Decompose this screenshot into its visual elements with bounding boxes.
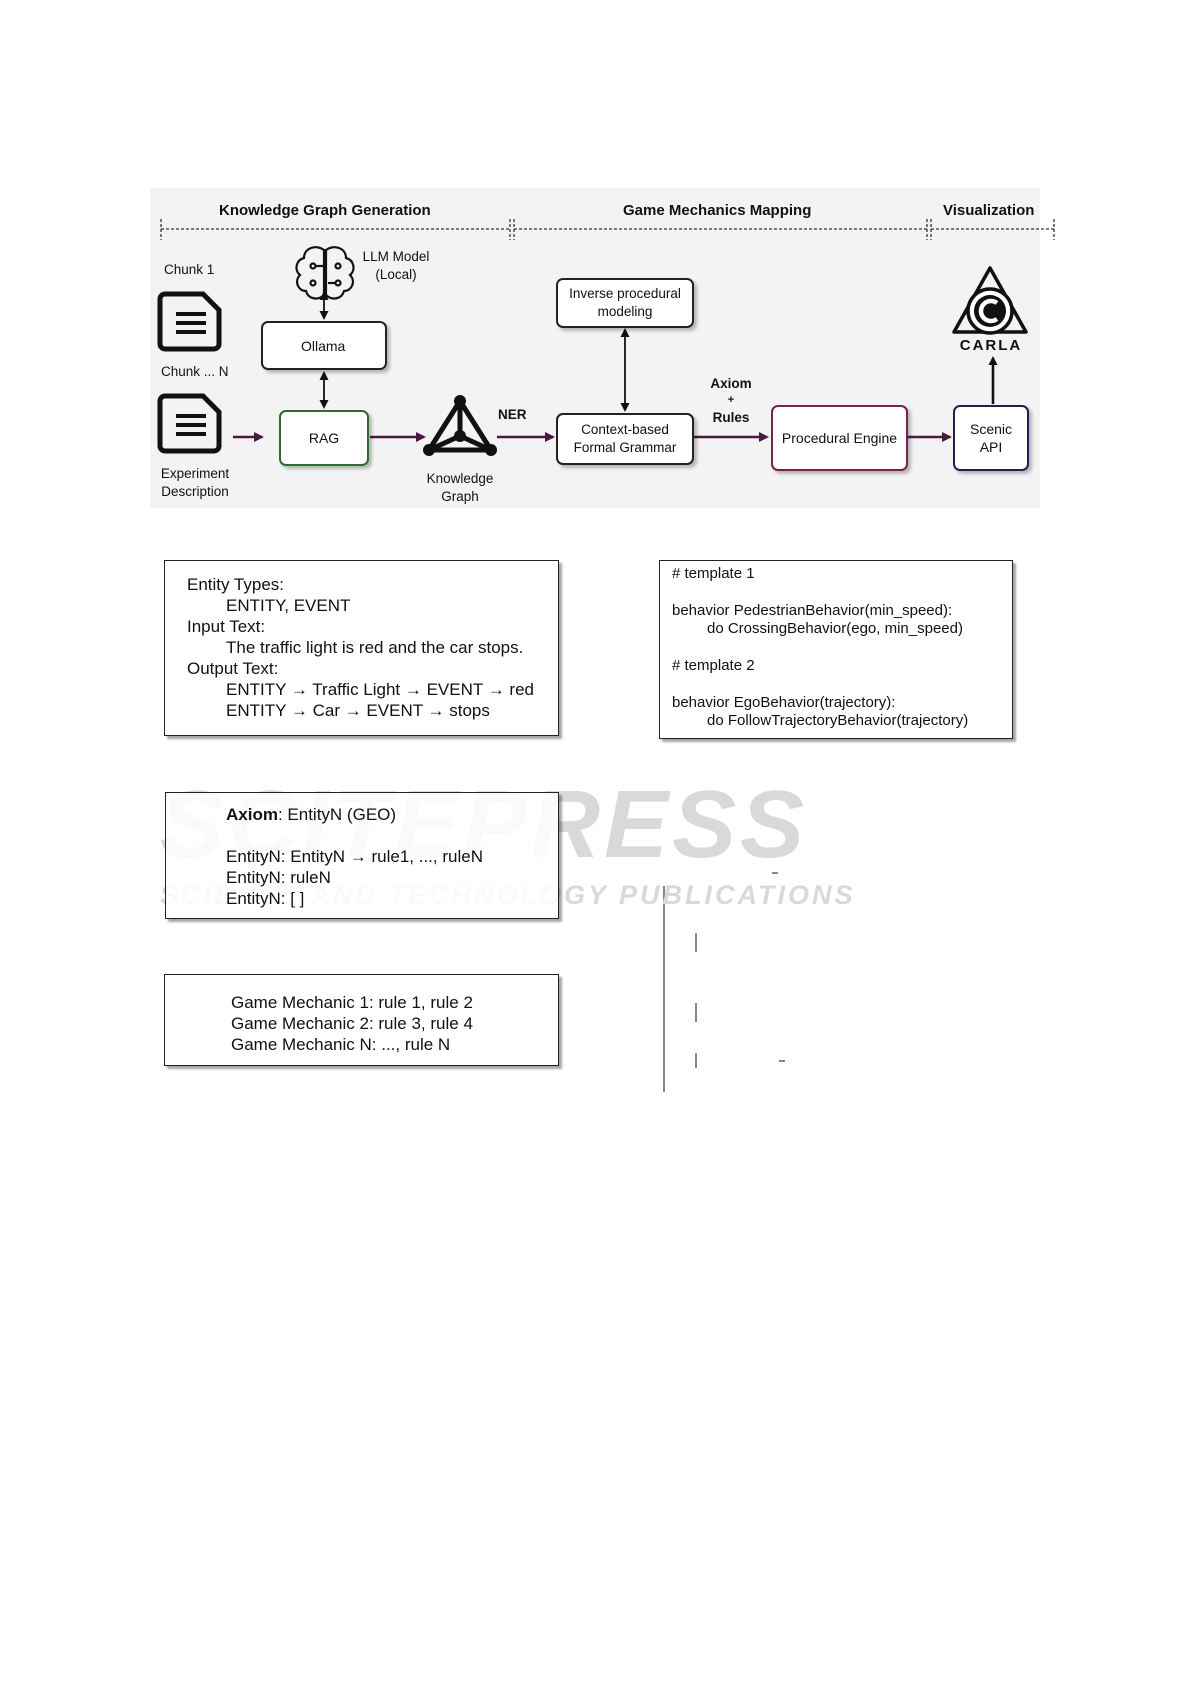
panel-line: EntityN: EntityN → rule1, ..., ruleN (226, 847, 483, 866)
rag-node: RAG (279, 410, 369, 466)
section-title-knowledge-graph: Knowledge Graph Generation (219, 202, 431, 219)
ollama-node: Ollama (261, 321, 387, 370)
carla-logo-icon (952, 266, 1028, 335)
chunk-1-label: Chunk 1 (164, 262, 215, 277)
axiom-line: Axiom: EntityN (GEO) (226, 805, 397, 824)
panel-line: The traffic light is red and the car sto… (226, 638, 524, 657)
axiom-rules-label: Axiom+Rules (710, 376, 752, 425)
layout-artifacts (663, 872, 785, 1092)
document-icon (157, 393, 222, 454)
section-brackets (160, 219, 1055, 240)
panel-line: Output Text: (187, 659, 279, 678)
ner-label: NER (498, 407, 527, 422)
panel-line: Game Mechanic N: ..., rule N (231, 1035, 451, 1054)
panel-line: Input Text: (187, 617, 266, 636)
panel-line: ENTITY → Car → EVENT → stops (226, 701, 490, 720)
panel-line: Entity Types: (187, 575, 285, 594)
panel-line: behavior EgoBehavior(trajectory): (672, 694, 896, 711)
carla-wordmark: CARLA (959, 337, 1023, 354)
knowledge-graph-icon (426, 399, 494, 453)
grammar-panel: Axiom: EntityN (GEO) EntityN: EntityN → … (165, 792, 559, 919)
section-title-game-mechanics: Game Mechanics Mapping (623, 202, 812, 219)
panel-line: do FollowTrajectoryBehavior(trajectory) (707, 712, 969, 729)
panel-line: # template 1 (672, 565, 755, 582)
panel-line: Game Mechanic 2: rule 3, rule 4 (231, 1014, 473, 1033)
panel-line: EntityN: [ ] (226, 889, 305, 908)
procedural-engine-node: Procedural Engine (771, 405, 908, 471)
ner-prompt-panel: Entity Types: ENTITY, EVENT Input Text: … (164, 560, 559, 736)
game-mechanics-panel: Game Mechanic 1: rule 1, rule 2 Game Mec… (164, 974, 559, 1066)
chunk-n-label: Chunk ... N (161, 364, 229, 379)
panel-line: ENTITY, EVENT (226, 596, 351, 615)
panel-line: EntityN: ruleN (226, 868, 331, 887)
scenic-template-panel: # template 1 behavior PedestrianBehavior… (659, 560, 1013, 739)
llm-model-label: LLM Model(Local) (362, 249, 430, 282)
panel-line: # template 2 (672, 657, 755, 674)
panel-line: do CrossingBehavior(ego, min_speed) (707, 620, 963, 637)
panel-line: ENTITY → Traffic Light → EVENT → red (226, 680, 534, 699)
section-title-visualization: Visualization (943, 202, 1035, 219)
panel-line: Game Mechanic 1: rule 1, rule 2 (231, 993, 473, 1012)
brain-icon (295, 246, 355, 300)
panel-line: behavior PedestrianBehavior(min_speed): (672, 602, 953, 619)
document-icon (157, 291, 222, 352)
